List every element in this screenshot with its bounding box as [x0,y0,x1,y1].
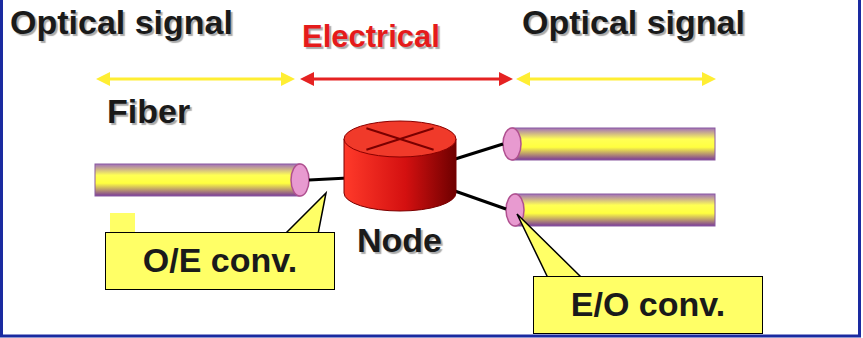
node-label: Node [357,222,442,259]
callout-text: E/O conv. [571,286,725,323]
callout-box: E/O conv. [533,276,763,334]
signal-label: Optical signal [522,4,745,41]
callout-text: O/E conv. [143,242,297,279]
cylinder-outline [340,118,460,213]
signal-label: Optical signal [10,4,233,41]
callout-box: O/E conv. [105,232,335,290]
part-label: Fiber [107,93,190,130]
node-cylinder: Node [340,118,460,213]
signal-label: Electrical [302,20,440,54]
span-arrows [96,72,716,86]
